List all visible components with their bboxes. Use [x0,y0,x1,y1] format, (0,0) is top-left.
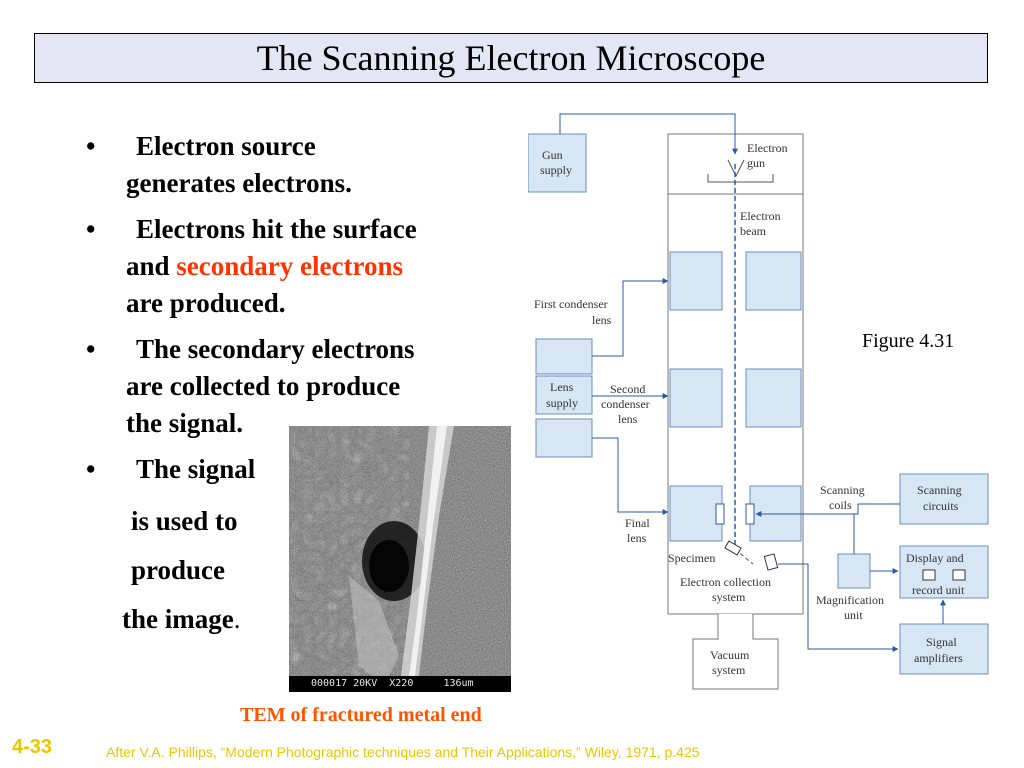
bullet-3-line-2: are collected to produce [126,371,401,401]
specimen-icon [724,540,742,556]
bullet-1-line-2: generates electrons. [126,168,352,198]
bullet-marker: • [86,214,96,244]
bullet-item-2: • Electrons hit the surface and secondar… [86,211,506,322]
display-screen-icon-2 [952,569,966,581]
bullet-2-line-3: are produced. [126,288,286,318]
second-condenser-right [745,368,802,428]
specimen-label: Specimen [668,551,715,565]
gun-supply-wire [559,113,738,155]
bullet-marker: • [86,454,96,484]
bullet-marker: • [86,334,96,364]
sem-texture [289,426,511,692]
bullet-4-line-4: the image. [86,595,506,644]
bullet-item-1: • Electron source generates electrons. [86,128,506,202]
bullet-4-line-2: is used to [131,506,238,536]
page-number: 4-33 [12,736,53,758]
slide-title: The Scanning Electron Microscope [256,38,766,78]
gun-bracket [707,174,774,183]
sem-micrograph [289,426,511,692]
second-condenser-left [669,368,723,428]
gun-cathode-icon [727,159,745,178]
display-record-box [899,545,989,599]
gun-supply-box [528,133,587,193]
slide-title-box: The Scanning Electron Microscope [34,33,988,83]
bullet-4-line-3: produce [131,555,226,585]
collector-wire [778,563,899,652]
bullet-3-line-3: the signal. [126,408,244,438]
vacuum-neck [692,614,779,690]
display-screen-icon-1 [922,569,936,581]
sem-caption: TEM of fractured metal end [240,704,482,726]
scan-coil-left [715,503,725,525]
bullet-4-line-1: The signal [136,454,256,484]
bullet-item-4: • The signal [86,451,506,488]
bullet-list: • Electron source generates electrons. •… [86,128,506,644]
lens-supply-box-bottom [535,418,593,458]
first-condenser-right [745,251,802,311]
signal-amplifiers-box [899,623,989,675]
figure-label: Figure 4.31 [862,330,955,352]
bullet-4-period: . [233,604,241,634]
magnification-box [837,553,871,589]
final-lens-left [669,485,723,542]
secondary-electrons-highlight: secondary electrons [176,251,404,281]
first-condenser-left [669,251,723,311]
bullet-2-prefix: and [126,251,177,281]
bullet-marker: • [86,131,96,161]
lens-supply-box-mid [535,375,593,415]
scan-coil-right [745,503,755,525]
sem-info-bar: 000017 20KV X220 136um [289,676,511,692]
bullet-item-3: • The secondary electrons are collected … [86,331,506,442]
citation: After V.A. Phillips, “Modern Photographi… [106,744,700,760]
final-lens-wire [592,437,669,515]
bullet-1-line-1: Electron source [136,131,316,161]
collector-icon [763,553,779,571]
lens-supply-box-top [535,338,593,375]
scanning-circuits-box [899,473,989,525]
first-condenser-wire [592,278,669,357]
scan-coil-wire [755,503,900,517]
bullet-2-line-2: and secondary electrons [126,248,506,285]
bullet-3-line-1: The secondary electrons [136,334,415,364]
bullet-2-line-1: Electrons hit the surface [136,214,417,244]
bullet-4-line-4-text: the image [122,604,234,634]
